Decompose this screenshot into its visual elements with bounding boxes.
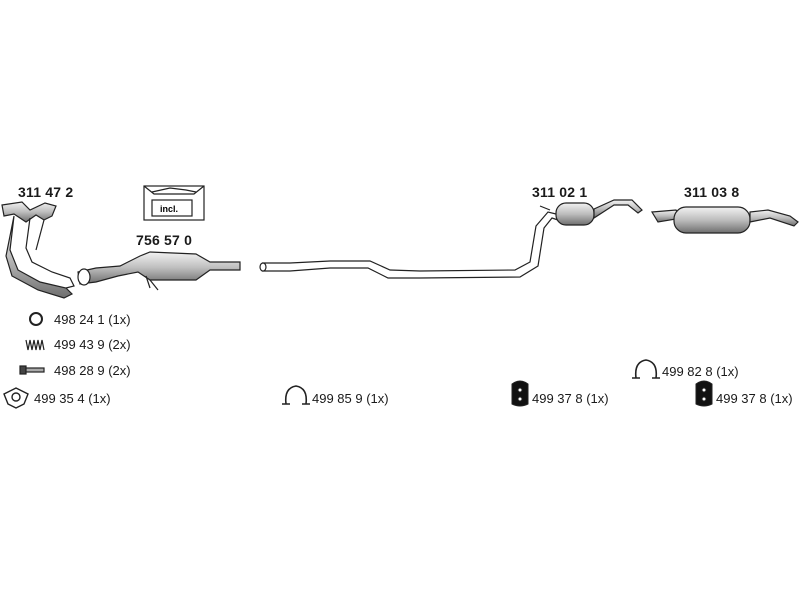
part-number-manifold[interactable]: 311 47 2 (18, 184, 74, 200)
accessory-bolt[interactable]: 498 28 9 (2x) (54, 363, 131, 378)
accessory-gasket[interactable]: 499 35 4 (1x) (34, 391, 111, 406)
exhaust-manifold[interactable] (1, 201, 75, 299)
accessory-spring[interactable]: 499 43 9 (2x) (54, 337, 131, 352)
accessory-ring[interactable]: 498 24 1 (1x) (54, 312, 131, 327)
ring-icon (29, 312, 43, 326)
gasket-icon (3, 387, 29, 409)
rubber-mount-icon (511, 380, 529, 407)
spring-icon (25, 339, 45, 351)
part-number-middle-silencer[interactable]: 311 02 1 (532, 184, 588, 200)
clamp-icon (282, 385, 310, 405)
catalyst-kit-box (143, 185, 205, 221)
catalyst-kit-label: incl. (160, 204, 178, 214)
part-number-rear-silencer[interactable]: 311 03 8 (684, 184, 740, 200)
middle-pipe[interactable] (259, 211, 559, 279)
clamp-icon (632, 359, 660, 379)
rubber-mount-icon (695, 380, 713, 407)
bolt-icon (19, 365, 45, 375)
accessory-clamp-rear[interactable]: 499 82 8 (1x) (662, 364, 739, 379)
middle-silencer[interactable] (539, 199, 643, 226)
part-number-catalyst[interactable]: 756 57 0 (136, 232, 193, 248)
rear-silencer[interactable] (650, 206, 799, 234)
accessory-rubber-rear[interactable]: 499 37 8 (1x) (716, 391, 793, 406)
accessory-rubber-middle[interactable]: 499 37 8 (1x) (532, 391, 609, 406)
catalytic-converter[interactable] (77, 251, 241, 291)
accessory-clamp-front[interactable]: 499 85 9 (1x) (312, 391, 389, 406)
